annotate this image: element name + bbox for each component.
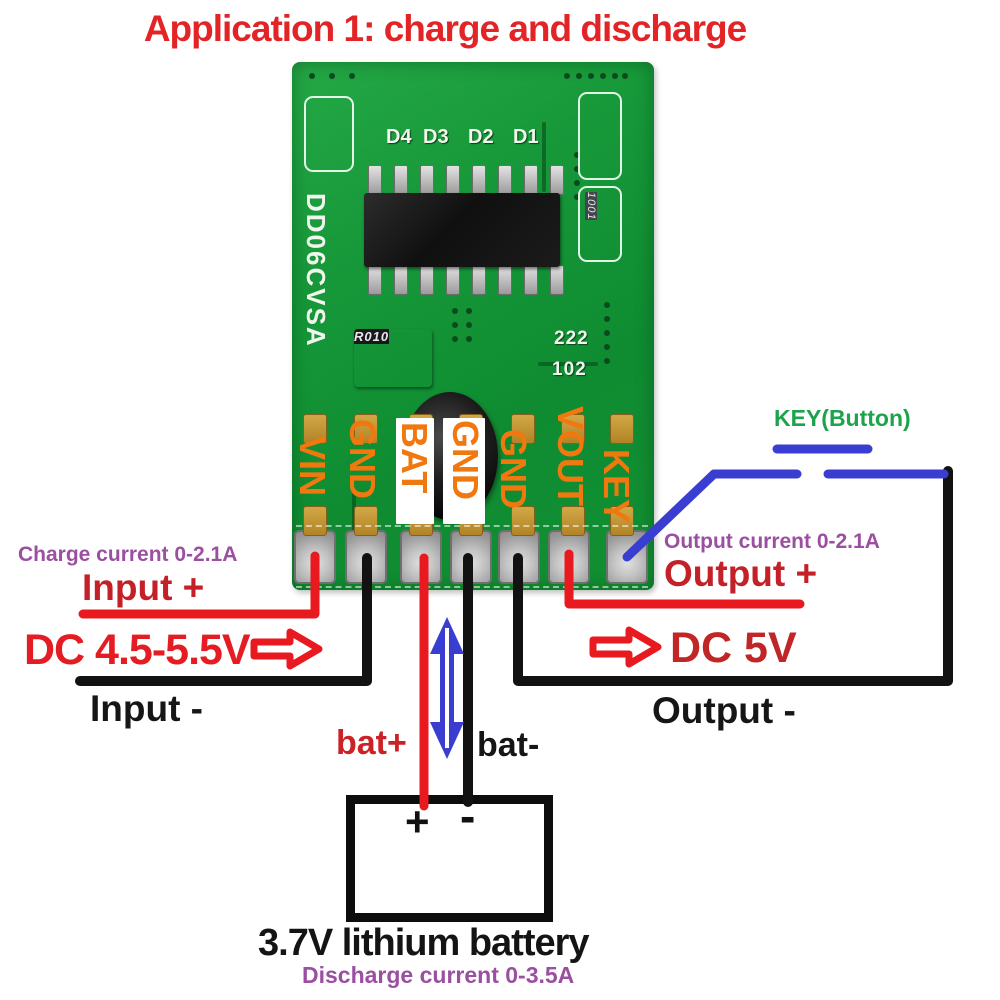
- ic-pin: [446, 165, 460, 195]
- pcb-model-text: DD06CVSA: [301, 193, 331, 348]
- gold-pad: [511, 414, 535, 444]
- led-d1: [515, 67, 537, 121]
- pin-label-key: KEY: [596, 449, 637, 524]
- pad-gnd1: [345, 530, 387, 584]
- led-d2: [475, 67, 497, 121]
- via-dots-center: [452, 308, 458, 314]
- pin-label-vin: VIN: [292, 436, 333, 497]
- gold-pad: [354, 414, 378, 444]
- charge-current-label: Charge current 0-2.1A: [18, 543, 238, 566]
- battery-minus-terminal: -: [460, 790, 476, 842]
- pin-label-gnd2: GND: [445, 420, 486, 500]
- ic-pin: [498, 265, 512, 295]
- pin-label-bat: BAT: [394, 422, 435, 494]
- silkscreen-outline: [578, 92, 622, 180]
- gold-pad: [303, 506, 327, 536]
- led-label-d2: D2: [468, 126, 494, 148]
- ic-pin: [446, 265, 460, 295]
- ic-pin: [420, 165, 434, 195]
- via-dots-top-left: [309, 73, 315, 79]
- ic-pin: [394, 265, 408, 295]
- shunt-resistor-r010: R010: [354, 329, 432, 387]
- page-title: Application 1: charge and discharge: [143, 8, 747, 49]
- ic-pin: [524, 165, 538, 195]
- gold-pad: [610, 414, 634, 444]
- output-voltage-label: DC 5V: [670, 624, 797, 672]
- capacitor-right: [585, 100, 615, 172]
- via-dots-right-lower: [604, 302, 610, 308]
- pad-bat: [400, 530, 442, 584]
- led-label-d4: D4: [386, 126, 412, 148]
- silkscreen-outline: [578, 186, 622, 262]
- ic-pin: [550, 165, 564, 195]
- pin-label-vout: VOUT: [550, 406, 591, 507]
- pad-vin: [294, 530, 336, 584]
- bat-plus-label: bat+: [336, 724, 407, 762]
- led-d4: [390, 67, 412, 121]
- output-current-label: Output current 0-2.1A: [664, 530, 880, 553]
- led-d3: [430, 67, 452, 121]
- silkscreen-dashes: [296, 525, 648, 527]
- gold-pad: [354, 506, 378, 536]
- marking-222: 222: [554, 328, 589, 349]
- input-minus-label: Input -: [90, 688, 204, 729]
- gold-pad: [561, 506, 585, 536]
- via-dots-top-right: [564, 73, 570, 79]
- ic-pin: [550, 265, 564, 295]
- pcb-module: D4 D3 D2 D1 1001: [292, 62, 654, 590]
- led-label-d3: D3: [423, 126, 449, 148]
- capacitor-102: [495, 364, 529, 384]
- pad-key: [606, 530, 648, 584]
- input-voltage-label: DC 4.5-5.5V: [24, 626, 251, 674]
- input-arrow-icon: [250, 628, 323, 670]
- gold-pad: [561, 414, 585, 444]
- pad-vout: [548, 530, 590, 584]
- led-label-d1: D1: [513, 126, 539, 148]
- ic-pin: [368, 165, 382, 195]
- silkscreen-outline: [304, 96, 354, 172]
- ic-pin: [498, 165, 512, 195]
- ic-pin: [472, 165, 486, 195]
- battery-plus-terminal: +: [405, 798, 430, 845]
- output-plus-label: Output +: [664, 553, 818, 594]
- pad-gnd2: [450, 530, 492, 584]
- output-minus-label: Output -: [652, 690, 796, 731]
- ic-pin: [420, 265, 434, 295]
- ic-pin: [524, 265, 538, 295]
- pin-label-gnd3: GND: [493, 429, 534, 509]
- discharge-current-label: Discharge current 0-3.5A: [302, 962, 575, 988]
- input-plus-label: Input +: [82, 567, 205, 608]
- capacitor-222: [495, 328, 529, 348]
- ic-chip: [364, 193, 560, 267]
- marking-102: 102: [552, 359, 587, 380]
- pin-label-gnd1: GND: [342, 419, 383, 499]
- battery-name-label: 3.7V lithium battery: [258, 922, 590, 964]
- bidirectional-arrow: [430, 617, 464, 759]
- via-dots-right-col: [574, 152, 580, 158]
- label-backplate-bat: [396, 418, 434, 524]
- key-button-label: KEY(Button): [774, 405, 911, 431]
- ic-pin: [394, 165, 408, 195]
- ic-pin: [472, 265, 486, 295]
- resistor-1001: 1001: [585, 192, 597, 221]
- gold-pad: [303, 414, 327, 444]
- pcb-trace: [538, 362, 598, 366]
- output-arrow-icon: [589, 626, 662, 668]
- pad-gnd3: [498, 530, 540, 584]
- pcb-trace: [542, 122, 546, 192]
- label-backplate-gnd: [443, 418, 485, 524]
- ic-pin: [368, 265, 382, 295]
- silkscreen-dashes: [296, 586, 648, 588]
- battery-box: [346, 795, 553, 922]
- bat-minus-label: bat-: [477, 726, 540, 764]
- gold-pad: [511, 506, 535, 536]
- capacitor-left: [312, 104, 342, 166]
